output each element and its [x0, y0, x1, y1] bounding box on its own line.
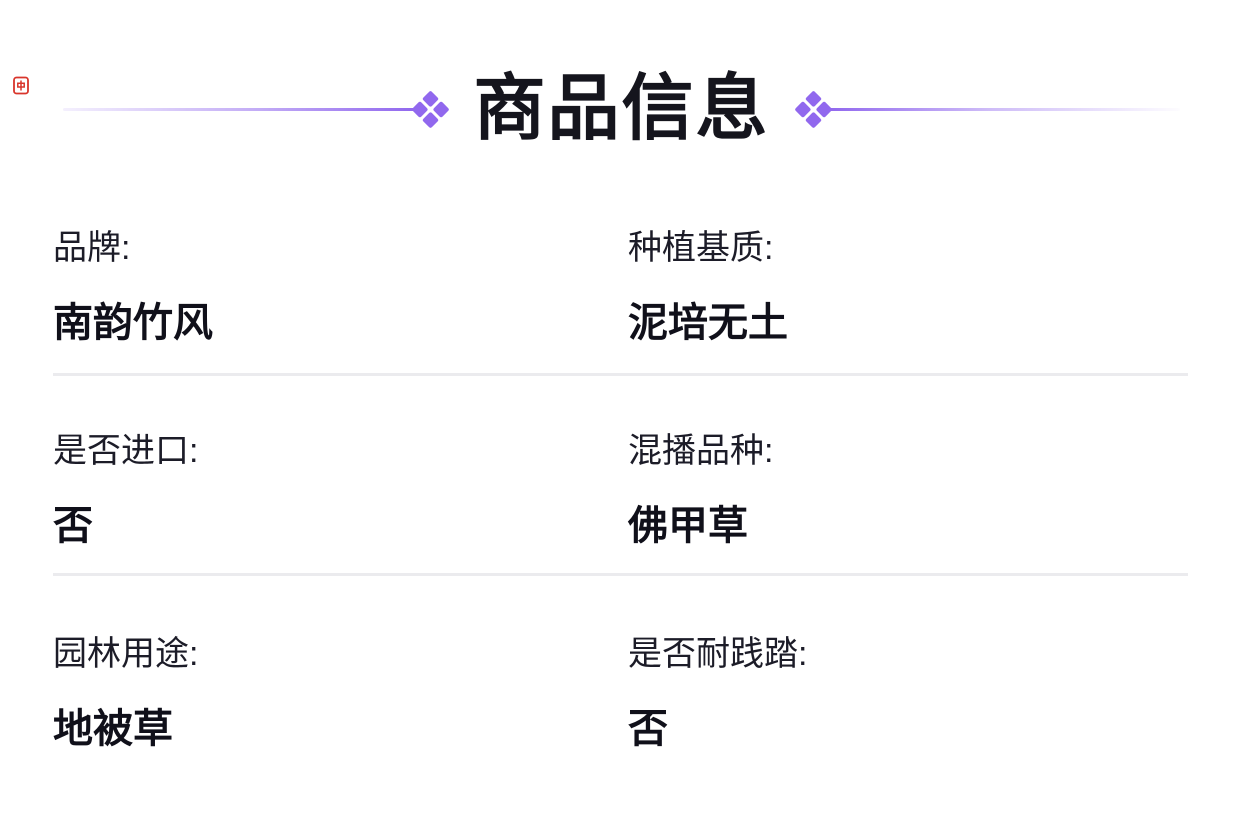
field-label: 是否进口:: [53, 432, 199, 471]
info-row: 是否进口: 否 混播品种: 佛甲草: [53, 376, 1188, 577]
field-value: 佛甲草: [628, 504, 748, 549]
page-title: 商品信息: [473, 69, 770, 149]
info-row: 品牌: 南韵竹风 种植基质: 泥培无土: [53, 229, 1188, 377]
field-label: 种植基质:: [628, 229, 774, 268]
diamond-cluster-icon: [410, 90, 450, 129]
header-rule-left: [63, 108, 415, 112]
product-info-section: 品牌: 南韵竹风 种植基质: 泥培无土 是否进口: 否 混播品种: 佛甲草 园林…: [0, 229, 1242, 750]
field-imported: 是否进口: 否: [53, 432, 628, 547]
info-row: 园林用途: 地被草 是否耐践踏: 否: [53, 576, 1188, 750]
field-value: 泥培无土: [628, 301, 788, 346]
field-mix-variety: 混播品种: 佛甲草: [628, 432, 1188, 547]
field-label: 混播品种:: [628, 432, 774, 471]
field-garden-use: 园林用途: 地被草: [53, 635, 628, 750]
field-value: 否: [628, 707, 668, 752]
field-label: 品牌:: [53, 229, 131, 268]
field-label: 是否耐践踏:: [628, 635, 808, 674]
field-trample-resistant: 是否耐践踏: 否: [628, 635, 1188, 750]
field-value: 南韵竹风: [53, 301, 213, 346]
field-value: 地被草: [53, 707, 173, 752]
field-brand: 品牌: 南韵竹风: [53, 229, 628, 344]
red-seal-icon: [13, 76, 29, 95]
field-value: 否: [53, 504, 93, 549]
field-substrate: 种植基质: 泥培无土: [628, 229, 1188, 344]
diamond-cluster-icon: [793, 90, 833, 129]
field-label: 园林用途:: [53, 635, 199, 674]
section-header: 商品信息: [0, 69, 1242, 149]
header-rule-right: [828, 108, 1181, 112]
